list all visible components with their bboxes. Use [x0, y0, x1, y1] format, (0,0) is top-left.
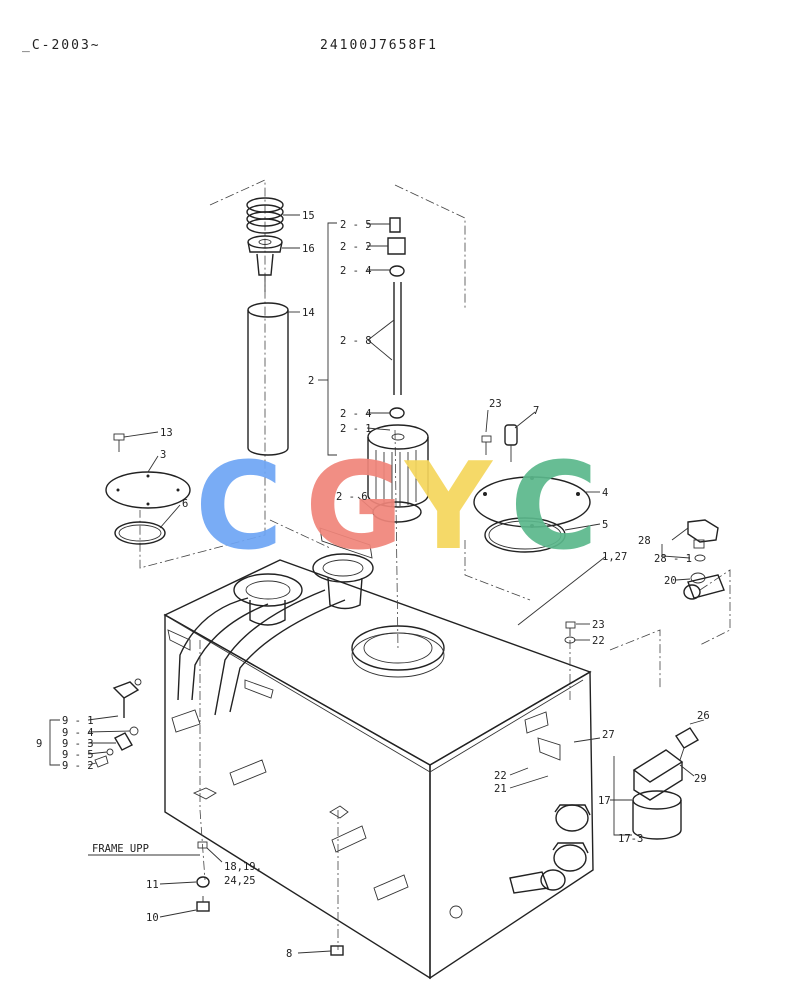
label-23-side: 23 — [592, 619, 605, 631]
leader-lines — [49, 214, 705, 954]
label-14: 14 — [302, 307, 315, 319]
cover-part-4 — [473, 476, 591, 528]
label-4: 4 — [602, 487, 608, 499]
label-2-1: 2 - 1 — [340, 423, 372, 435]
label-24-25: 24,25 — [224, 875, 256, 887]
label-15: 15 — [302, 210, 315, 222]
label-7: 7 — [533, 405, 539, 417]
label-23-top: 23 — [489, 398, 502, 410]
cover-part-3 — [105, 471, 191, 509]
bolt-part-23-side — [564, 621, 576, 644]
label-13: 13 — [160, 427, 173, 439]
bolt-part-11 — [196, 876, 210, 888]
label-6: 6 — [182, 498, 188, 510]
label-17-3: 17-3 — [618, 833, 643, 845]
label-2: 2 — [308, 375, 314, 387]
label-2-8: 2 - 8 — [340, 335, 372, 347]
label-2-6: 2 - 6 — [336, 491, 368, 503]
line-filter-part-17 — [632, 727, 699, 840]
watermark-letter-g: G — [305, 438, 404, 577]
valve-part-16 — [247, 235, 283, 292]
label-20: 20 — [664, 575, 677, 587]
bolt-part-8 — [330, 945, 344, 956]
label-22-side: 22 — [592, 635, 605, 647]
o-ring-part-5 — [484, 517, 566, 553]
filter-element-14 — [247, 302, 289, 456]
o-ring-part-6 — [114, 521, 166, 545]
label-9: 9 — [36, 738, 42, 750]
watermark-letter-y: Y — [403, 438, 494, 577]
doc-code-left: _C-2003~ — [22, 38, 101, 53]
fitting-part-28 — [687, 519, 719, 562]
label-11: 11 — [146, 879, 159, 891]
part-labels: 15 16 14 13 3 6 2 2 - 5 2 - 2 2 - 4 2 - … — [36, 210, 710, 960]
label-18-19: 18,19, — [224, 861, 262, 873]
label-9-5: 9 - 5 — [62, 749, 94, 761]
breather-part-7 — [504, 424, 518, 462]
label-2-4-bottom: 2 - 4 — [340, 408, 372, 420]
assembly-centerlines — [139, 179, 731, 950]
bolt-part-13 — [113, 433, 125, 452]
hydraulic-tank — [163, 527, 594, 980]
bolt-part-23-top — [481, 435, 492, 455]
valve-part-9 — [94, 678, 142, 768]
label-28: 28 — [638, 535, 651, 547]
label-16: 16 — [302, 243, 315, 255]
watermark-letter-c1: C — [195, 438, 283, 577]
label-28-1: 28 - 1 — [654, 553, 692, 565]
label-26: 26 — [697, 710, 710, 722]
label-9-3: 9 - 3 — [62, 738, 94, 750]
bolt-part-10 — [196, 896, 210, 912]
label-9-2: 9 - 2 — [62, 760, 94, 772]
label-10: 10 — [146, 912, 159, 924]
doc-part-number: 24100J7658F1 — [320, 38, 438, 53]
label-8: 8 — [286, 948, 292, 960]
label-27: 27 — [602, 729, 615, 741]
label-9-4: 9 - 4 — [62, 727, 94, 739]
label-29: 29 — [694, 773, 707, 785]
label-5: 5 — [602, 519, 608, 531]
label-22-lower: 22 — [494, 770, 507, 782]
fitting-part-20 — [683, 572, 725, 600]
label-1-27: 1,27 — [602, 551, 627, 563]
label-17: 17 — [598, 795, 611, 807]
cgyc-watermark: C G Y C — [195, 438, 598, 577]
watermark-letter-c2: C — [510, 438, 598, 577]
label-9-1: 9 - 1 — [62, 715, 94, 727]
bolt-part-18 — [197, 841, 208, 849]
label-21: 21 — [494, 783, 507, 795]
label-frame-upp: FRAME UPP — [92, 843, 149, 855]
label-2-2: 2 - 2 — [340, 241, 372, 253]
spring-part-15 — [246, 197, 284, 234]
label-2-5: 2 - 5 — [340, 219, 372, 231]
label-3: 3 — [160, 449, 166, 461]
label-2-4-top: 2 - 4 — [340, 265, 372, 277]
